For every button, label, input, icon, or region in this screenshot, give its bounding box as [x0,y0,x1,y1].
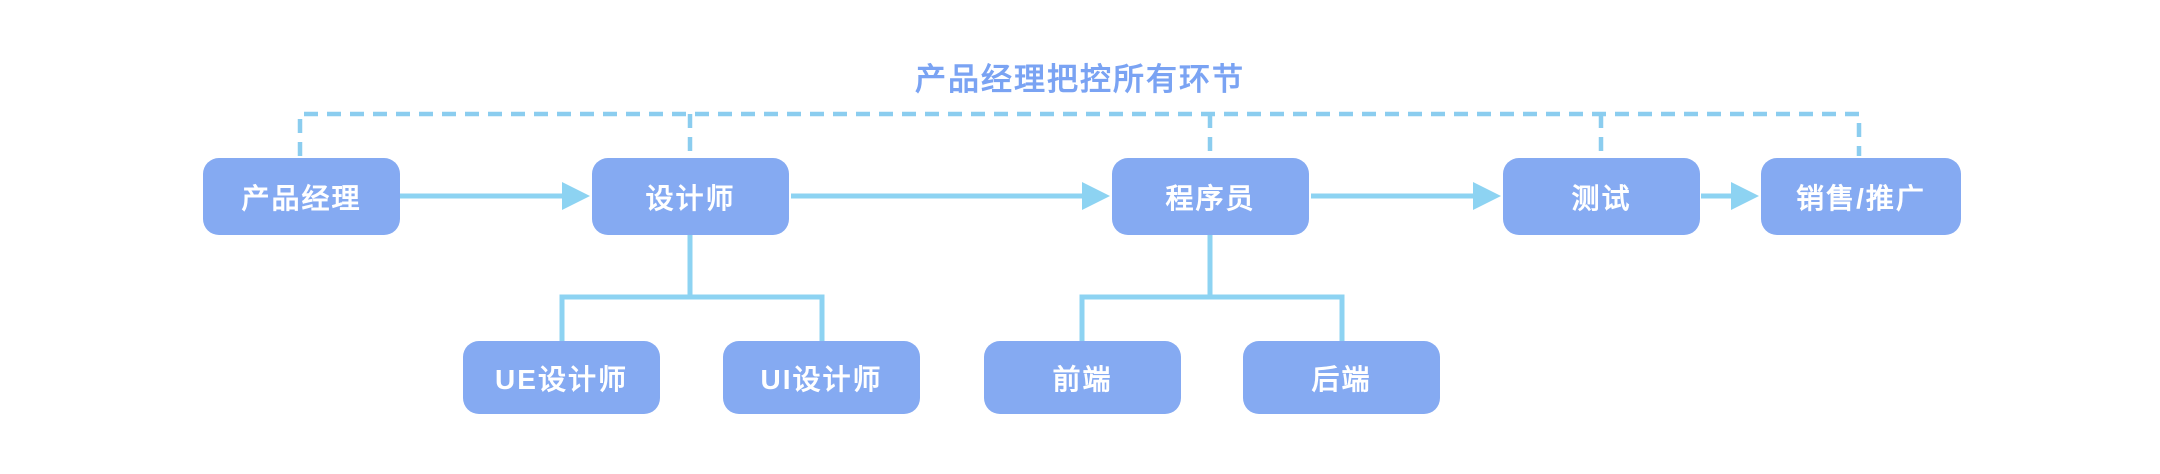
node-label: UE设计师 [495,363,628,395]
node-frontend: 前端 [984,341,1181,414]
node-tester: 测试 [1503,158,1700,235]
diagram-title: 产品经理把控所有环节 [915,62,1245,97]
node-programmer: 程序员 [1112,158,1309,235]
node-label: 前端 [1052,363,1113,395]
node-label: 设计师 [645,182,736,214]
node-label: 后端 [1311,363,1372,395]
oversight-dashed-line [297,111,1862,156]
arrow-programmer-to-tester [1311,182,1501,210]
node-label: 测试 [1571,182,1632,214]
node-product-manager: 产品经理 [203,158,400,235]
arrow-designer-to-programmer [791,182,1110,210]
node-label: 销售/推广 [1796,182,1926,214]
arrow-tester-to-sales [1701,182,1759,210]
node-ui-designer: UI设计师 [723,341,920,414]
designer-branch-connector [559,235,825,341]
node-backend: 后端 [1243,341,1440,414]
programmer-branch-connector [1079,235,1345,341]
node-label: 产品经理 [241,182,362,214]
node-designer: 设计师 [592,158,789,235]
node-ue-designer: UE设计师 [463,341,660,414]
arrow-pm-to-designer [400,182,590,210]
node-label: UI设计师 [760,363,883,395]
node-label: 程序员 [1165,182,1256,214]
node-sales-promotion: 销售/推广 [1761,158,1961,235]
